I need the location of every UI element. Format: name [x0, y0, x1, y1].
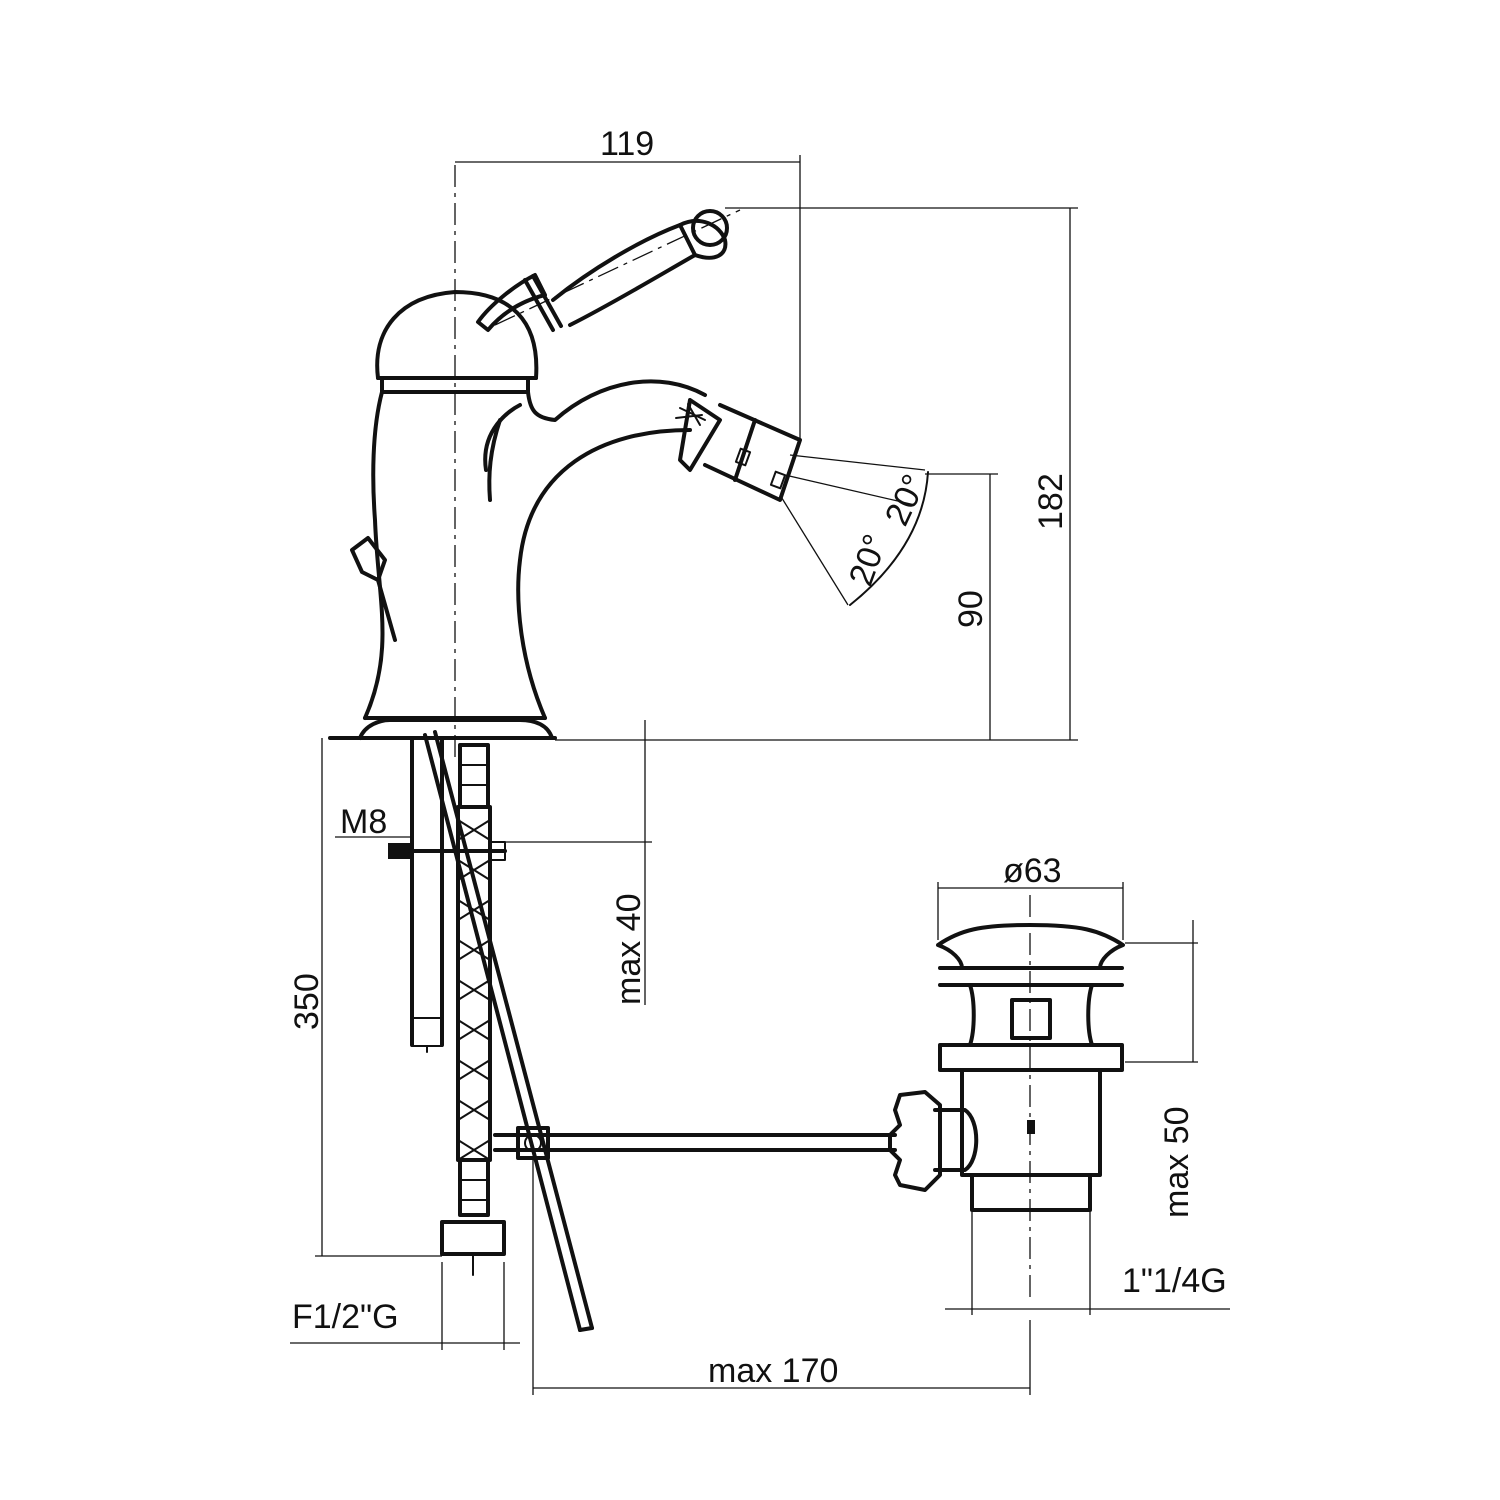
popup-lever	[350, 536, 397, 642]
dim-350: 350	[288, 973, 326, 1030]
dim-max-170: max 170	[708, 1352, 838, 1390]
dim-max-40: max 40	[610, 894, 648, 1006]
dim-waste-thread: 1"1/4G	[1122, 1262, 1227, 1300]
popup-rod	[423, 730, 897, 1332]
faucet-body	[328, 290, 707, 740]
dim-diameter-63: ø63	[1003, 852, 1062, 890]
dim-max-50: max 50	[1158, 1107, 1196, 1219]
dim-angle-bottom: 20°	[842, 529, 895, 590]
dimension-lines	[290, 155, 1230, 1395]
dim-f12g: F1/2"G	[292, 1298, 399, 1336]
dim-90: 90	[952, 590, 990, 628]
popup-waste	[888, 895, 1125, 1300]
dim-angle-top: 20°	[878, 469, 934, 532]
spray-nozzle	[675, 398, 929, 606]
dim-m8: M8	[340, 803, 387, 841]
dim-182: 182	[1032, 473, 1070, 530]
handle-lever	[476, 209, 741, 332]
dim-119: 119	[600, 125, 654, 163]
